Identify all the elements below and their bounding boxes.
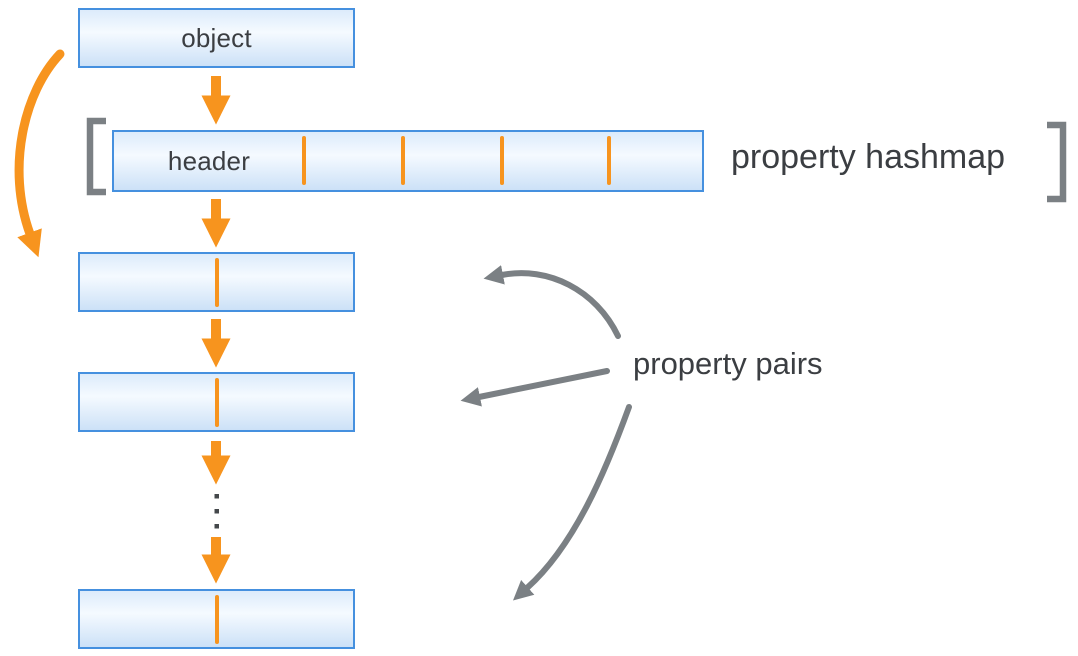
hashmap-header-box: header <box>112 130 704 192</box>
pairs-annotation-arrow-bottom <box>512 404 632 601</box>
hashmap-right-bracket <box>1047 121 1067 203</box>
hashmap-slot-divider <box>607 136 611 185</box>
object-to-pair1-curved-arrow <box>14 49 65 258</box>
hashmap-left-bracket <box>86 117 106 196</box>
hashmap-slot-divider <box>500 136 504 185</box>
object-box: object <box>78 8 355 68</box>
pair-divider <box>215 258 219 307</box>
property-pair-box-2 <box>78 372 355 432</box>
hashmap-slot-divider <box>401 136 405 185</box>
property-pair-box-1 <box>78 252 355 312</box>
property-hashmap-label: property hashmap <box>731 138 1006 176</box>
hashmap-header-label: header <box>167 146 251 176</box>
object-box-label: object <box>181 23 252 53</box>
pair-divider <box>215 378 219 427</box>
property-pairs-label: property pairs <box>633 346 823 381</box>
hashmap-slot-divider <box>302 136 306 185</box>
pairs-annotation-arrow-middle <box>460 368 610 407</box>
pairs-annotation-arrow-top <box>483 265 621 339</box>
property-pair-box-3 <box>78 589 355 649</box>
pair-divider <box>215 595 219 644</box>
ellipsis-dots-icon <box>214 494 219 529</box>
